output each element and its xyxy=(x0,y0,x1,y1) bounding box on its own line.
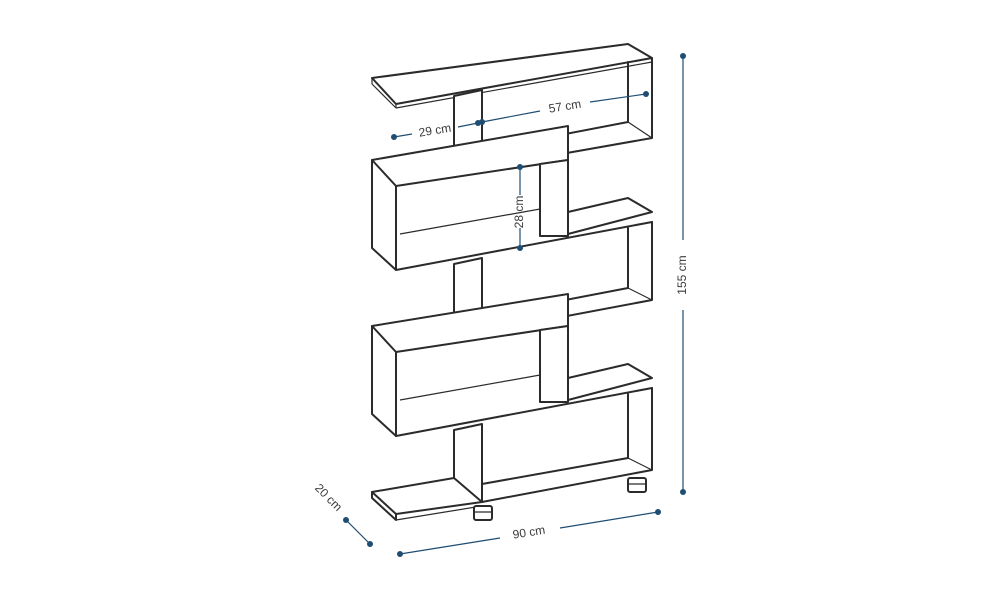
foot-front xyxy=(473,505,493,521)
height-dimension: 155 cm xyxy=(675,53,689,495)
width-endpoint-left xyxy=(397,551,403,557)
fifth-box-inner-right xyxy=(481,393,629,485)
second-divider xyxy=(539,159,569,237)
width-dimension: 90 cm xyxy=(397,509,661,557)
fifth-shelf xyxy=(567,363,653,401)
depth-endpoint-top xyxy=(343,517,349,523)
top-shelf-edge-front xyxy=(371,83,397,109)
fourth-box-bottom xyxy=(395,387,653,437)
top-box-floor-edge xyxy=(627,121,653,139)
fourth-divider xyxy=(539,325,569,403)
height-endpoint-bottom xyxy=(680,489,686,495)
third-box-floor-edge xyxy=(627,287,653,301)
width-line-left xyxy=(399,537,501,555)
third-shelf xyxy=(567,197,653,235)
depth-dimension: 20 cm xyxy=(312,481,373,547)
divider-offset-endpoint-right xyxy=(475,120,481,126)
width-line-right xyxy=(559,511,659,529)
base-front-edge xyxy=(371,491,397,521)
divider-offset-endpoint-left xyxy=(391,134,397,140)
height-endpoint-top xyxy=(680,53,686,59)
shelf-height-endpoint-bottom xyxy=(517,245,523,251)
divider-offset-dimension: 29 cm xyxy=(391,120,481,140)
second-box-bottom xyxy=(395,221,653,271)
base-right-floor xyxy=(481,469,653,503)
fourth-box-left xyxy=(371,325,397,437)
depth-endpoint-bottom xyxy=(367,541,373,547)
second-box-left xyxy=(371,159,397,271)
top-shelf xyxy=(371,43,653,105)
shelf-width-line-right xyxy=(589,93,647,103)
top-shelf-edge-long xyxy=(395,61,653,109)
shelf-width-line-left xyxy=(481,110,541,123)
shelf-width-label: 57 cm xyxy=(548,97,582,116)
divider-offset-label: 29 cm xyxy=(418,121,452,140)
height-label: 155 cm xyxy=(675,255,689,294)
shelf-height-dimension: 28 cm xyxy=(512,164,526,251)
width-label: 90 cm xyxy=(512,523,546,542)
divider-offset-line-right xyxy=(457,122,479,128)
foot-back xyxy=(627,477,647,493)
shelf-height-endpoint-top xyxy=(517,164,523,170)
shelf-width-endpoint-right xyxy=(643,91,649,97)
shelf-height-label: 28 cm xyxy=(512,196,526,229)
fifth-box-floor-edge xyxy=(627,457,653,471)
depth-line xyxy=(345,519,371,545)
depth-label: 20 cm xyxy=(312,481,345,514)
bookshelf xyxy=(371,43,653,521)
shelf-width-dimension: 57 cm xyxy=(479,91,649,125)
width-endpoint-right xyxy=(655,509,661,515)
frame-right-lower xyxy=(481,387,653,503)
base-long-edge xyxy=(395,505,483,521)
divider-offset-line-left xyxy=(393,133,413,138)
